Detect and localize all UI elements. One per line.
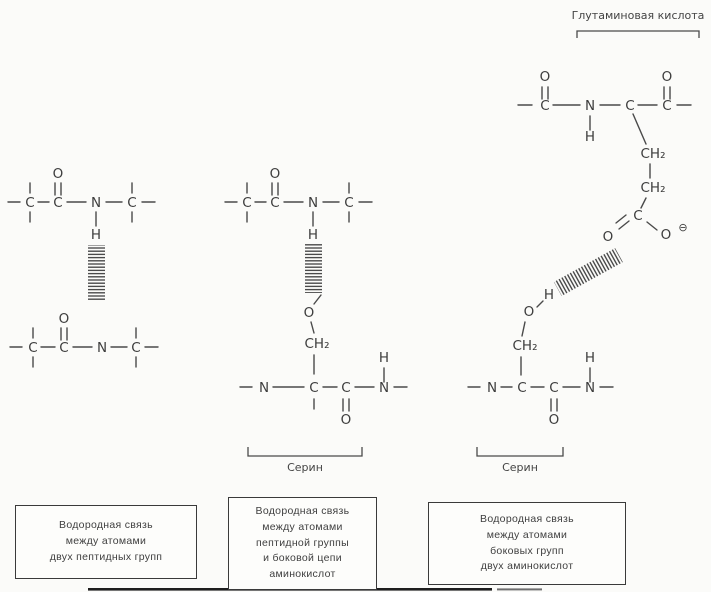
atom-h: H xyxy=(544,287,554,303)
serine-bracket-middle xyxy=(247,447,363,457)
middle-structure: C O C N H C O CH₂ N C C O H N xyxy=(224,166,408,474)
right-serine-sidechain-bonds xyxy=(520,300,544,376)
atom-c: C xyxy=(25,195,34,211)
atom-n: N xyxy=(379,380,389,396)
caption-line: между атомами xyxy=(262,520,343,533)
atom-ch2: CH₂ xyxy=(641,180,666,196)
atom-n: N xyxy=(585,380,595,396)
atom-c: C xyxy=(633,208,642,224)
caption-line: боковых групп xyxy=(490,544,564,557)
glutamate-sidechain-bonds xyxy=(615,113,658,231)
atom-n: N xyxy=(259,380,269,396)
right-top-backbone-bonds xyxy=(517,86,692,131)
atom-c: C xyxy=(59,340,68,356)
hydrogen-bond-middle xyxy=(305,243,322,293)
atom-o: O xyxy=(304,305,315,321)
caption-line: Водородная связь xyxy=(255,505,350,518)
atom-ch2: CH₂ xyxy=(641,146,666,162)
serine-label-middle: Серин xyxy=(287,461,323,474)
atom-c: C xyxy=(549,380,558,396)
atom-c: C xyxy=(341,380,350,396)
glutamic-acid-bracket xyxy=(576,30,700,38)
middle-top-peptide-bonds xyxy=(224,182,373,227)
middle-serine-sidechain-bonds xyxy=(310,294,322,375)
atom-n: N xyxy=(91,195,101,211)
atom-c: C xyxy=(28,340,37,356)
atom-h: H xyxy=(585,129,595,145)
atom-n: N xyxy=(97,340,107,356)
atom-o: O xyxy=(549,412,560,428)
caption-line: между атомами xyxy=(65,535,147,548)
atom-ch2: CH₂ xyxy=(513,338,538,354)
atom-o: O xyxy=(59,311,70,327)
atom-o: O xyxy=(603,229,614,245)
atom-o: O xyxy=(341,412,352,428)
atom-n: N xyxy=(487,380,497,396)
caption-box-sidechain-sidechain: Водородная связь между атомами боковых г… xyxy=(428,502,626,585)
caption-line: двух пептидных групп xyxy=(49,550,163,563)
atom-o: O xyxy=(662,69,673,85)
atom-c: C xyxy=(242,195,251,211)
atom-c: C xyxy=(344,195,353,211)
atom-n: N xyxy=(585,98,595,114)
caption-line: Водородная связь xyxy=(480,513,574,525)
atom-ch2: CH₂ xyxy=(305,336,330,352)
atom-o: O xyxy=(53,166,64,182)
left-structure: C O C N H C O C C N C xyxy=(7,166,159,368)
right-structure: Глутаминовая кислота O C N H C O C xyxy=(467,9,705,474)
atom-c: C xyxy=(53,195,62,211)
left-bottom-peptide-bonds xyxy=(9,327,159,368)
atom-c: C xyxy=(540,98,549,114)
atom-c: C xyxy=(127,195,136,211)
atom-c: C xyxy=(270,195,279,211)
serine-label-right: Серин xyxy=(502,461,538,474)
hydrogen-bond-left xyxy=(88,245,105,300)
atom-c: C xyxy=(309,380,318,396)
serine-bracket-right xyxy=(476,447,564,457)
caption-line: пептидной группы xyxy=(256,536,349,549)
atom-n: N xyxy=(308,195,318,211)
caption-box-peptide-sidechain: Водородная связь между атомами пептидной… xyxy=(228,497,377,590)
glutamic-acid-label: Глутаминовая кислота xyxy=(572,9,705,22)
atom-c: C xyxy=(625,98,634,114)
atom-o: O xyxy=(661,227,672,243)
caption-line: и боковой цепи xyxy=(263,552,342,565)
atom-o: O xyxy=(270,166,281,182)
atom-o: O xyxy=(524,304,535,320)
caption-line: Водородная связь xyxy=(59,519,153,532)
minus-charge-icon: ⊖ xyxy=(678,221,687,234)
caption-line: аминокислот xyxy=(269,568,336,581)
atom-h: H xyxy=(379,350,389,366)
atom-h: H xyxy=(308,227,318,243)
caption-line: между атомами xyxy=(486,528,568,541)
left-top-peptide-bonds xyxy=(7,182,156,227)
atom-c: C xyxy=(131,340,140,356)
atom-h: H xyxy=(91,227,101,243)
caption-box-peptide-peptide: Водородная связь между атомами двух пепт… xyxy=(15,505,197,579)
caption-line: двух аминокислот xyxy=(480,560,574,573)
atom-o: O xyxy=(540,69,551,85)
atom-c: C xyxy=(517,380,526,396)
middle-bottom-backbone-bonds xyxy=(239,367,408,412)
atom-h: H xyxy=(585,350,595,366)
atom-c: C xyxy=(662,98,671,114)
right-bottom-backbone-bonds xyxy=(467,367,614,412)
hydrogen-bond-right xyxy=(553,248,623,297)
